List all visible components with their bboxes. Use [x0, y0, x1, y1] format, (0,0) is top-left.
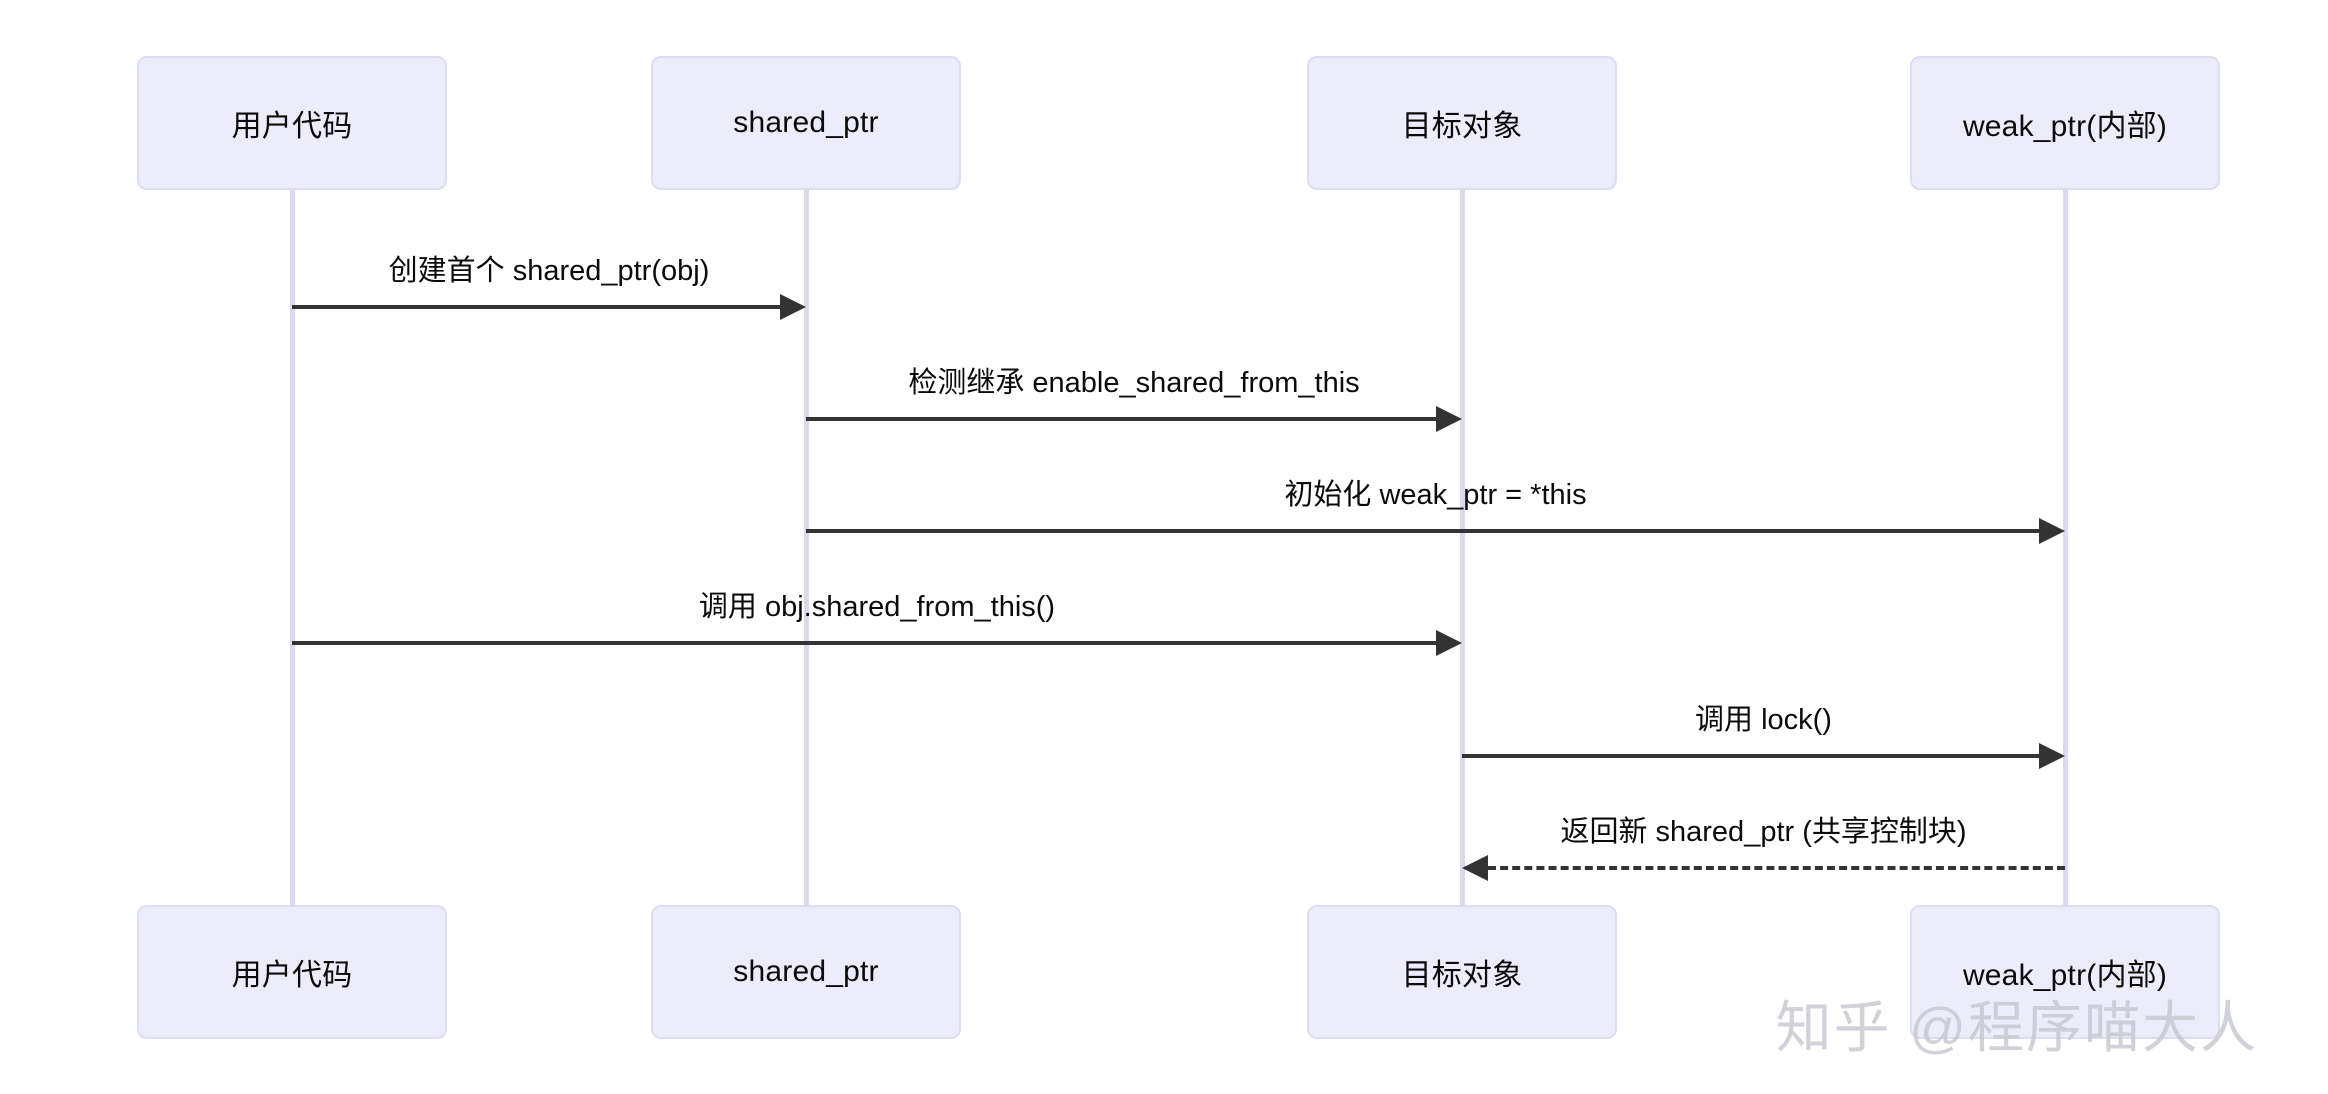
- participant-label: 目标对象: [1401, 959, 1523, 992]
- message-arrowhead-1: [780, 294, 806, 320]
- message-arrowhead-2: [1436, 406, 1462, 432]
- message-arrowhead-3: [2039, 518, 2065, 544]
- participant-box-sp-top[interactable]: shared_ptr: [651, 56, 961, 190]
- message-line-3: [806, 529, 2039, 533]
- lifeline-user: [290, 190, 295, 905]
- message-arrowhead-5: [2039, 743, 2065, 769]
- message-line-2: [806, 417, 1436, 421]
- participant-label: shared_ptr: [733, 955, 879, 988]
- message-label-1: 创建首个 shared_ptr(obj): [388, 255, 710, 287]
- participant-label: 目标对象: [1401, 110, 1523, 143]
- message-line-4: [292, 641, 1436, 645]
- lifeline-wp: [2063, 190, 2068, 905]
- message-line-5: [1462, 754, 2039, 758]
- message-line-6: [1488, 866, 2065, 870]
- participant-label: 用户代码: [231, 959, 353, 992]
- participant-box-wp-bottom[interactable]: weak_ptr(内部): [1910, 905, 2220, 1039]
- message-label-3: 初始化 weak_ptr = *this: [1284, 479, 1587, 511]
- lifeline-obj: [1460, 190, 1465, 905]
- participant-label: 用户代码: [231, 110, 353, 143]
- participant-box-wp-top[interactable]: weak_ptr(内部): [1910, 56, 2220, 190]
- participant-box-user-bottom[interactable]: 用户代码: [137, 905, 447, 1039]
- participant-label: weak_ptr(内部): [1962, 110, 2168, 143]
- participant-label: weak_ptr(内部): [1962, 959, 2168, 992]
- message-label-6: 返回新 shared_ptr (共享控制块): [1560, 816, 1967, 848]
- participant-box-obj-bottom[interactable]: 目标对象: [1307, 905, 1617, 1039]
- message-label-4: 调用 obj.shared_from_this(): [698, 591, 1056, 623]
- participant-box-sp-bottom[interactable]: shared_ptr: [651, 905, 961, 1039]
- message-label-2: 检测继承 enable_shared_from_this: [908, 367, 1360, 399]
- participant-box-user-top[interactable]: 用户代码: [137, 56, 447, 190]
- participant-box-obj-top[interactable]: 目标对象: [1307, 56, 1617, 190]
- lifeline-sp: [804, 190, 809, 905]
- message-line-1: [292, 305, 780, 309]
- message-arrowhead-4: [1436, 630, 1462, 656]
- participant-label: shared_ptr: [733, 106, 879, 139]
- message-arrowhead-6: [1462, 855, 1488, 881]
- message-label-5: 调用 lock(): [1695, 704, 1832, 736]
